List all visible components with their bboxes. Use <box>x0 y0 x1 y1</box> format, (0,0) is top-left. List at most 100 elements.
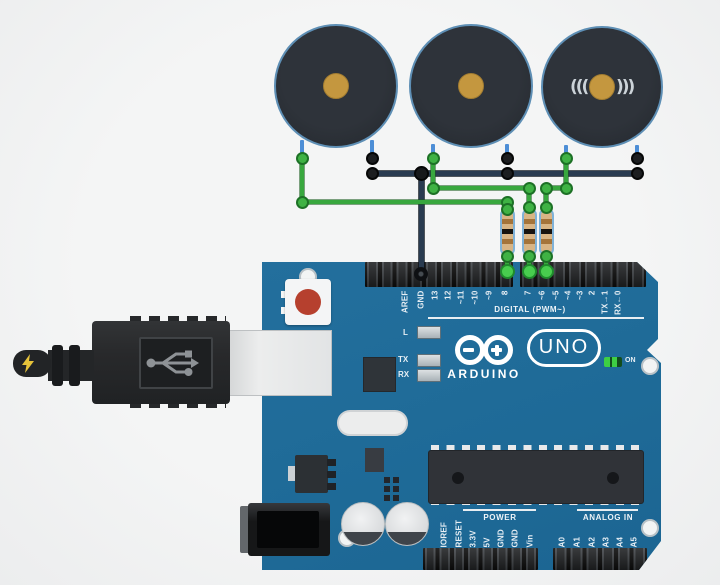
usb-socket <box>227 330 332 396</box>
resistor-node <box>540 201 553 214</box>
arduino-logo-icon <box>455 335 485 365</box>
wire-node <box>427 152 440 165</box>
signal-wire-1[interactable] <box>300 156 304 204</box>
buzzer-center <box>458 73 484 99</box>
arduino-logo-icon <box>483 335 513 365</box>
led-l-label: L <box>403 328 408 337</box>
buzzer-center <box>589 74 615 100</box>
resistor-node <box>523 201 536 214</box>
pin-label-a2: A2 <box>587 536 597 548</box>
uno-badge: UNO <box>527 329 601 367</box>
signal-wire-3[interactable] <box>544 186 548 210</box>
analog-header[interactable] <box>553 548 647 570</box>
icsp-header <box>384 477 399 501</box>
signal-wire-2[interactable] <box>431 186 531 190</box>
lightning-bolt-icon <box>22 354 34 373</box>
power-caption: POWER <box>483 513 517 522</box>
wire-node <box>523 182 536 195</box>
pin7-connection <box>522 264 537 279</box>
power-jack-inner <box>257 511 319 548</box>
signal-wire-3[interactable] <box>564 156 568 190</box>
usb-plug[interactable] <box>92 321 230 404</box>
usb-interface-chip <box>363 357 396 392</box>
power-led-label: ON <box>625 357 636 364</box>
atmega-pins <box>431 445 641 451</box>
wire-node <box>560 182 573 195</box>
ground-junction <box>414 166 429 181</box>
usb-cable-rib <box>52 345 63 386</box>
crystal-oscillator <box>337 410 408 436</box>
usb-cable-rib <box>69 345 80 386</box>
reset-button-nub <box>281 307 286 314</box>
analog-underline <box>577 509 638 511</box>
power-jack-cap <box>240 506 250 553</box>
resistor-node <box>501 250 514 263</box>
buzzer1-terminal-pos[interactable] <box>300 140 304 160</box>
ground-node <box>366 167 379 180</box>
resistor-2[interactable] <box>522 208 537 256</box>
ground-to-gnd-pin-wire[interactable] <box>419 173 424 274</box>
pin-label-a3: A3 <box>601 536 611 548</box>
regulator-leg <box>327 459 336 466</box>
buzzer-center <box>323 73 349 99</box>
signal-wire-1[interactable] <box>300 200 509 204</box>
signal-wire-3[interactable] <box>544 186 568 190</box>
analog-caption: ANALOG IN <box>582 513 634 522</box>
pin-label-reset: RESET <box>454 519 464 548</box>
ground-node <box>631 167 644 180</box>
pin-label-12: 12 <box>443 290 453 300</box>
usb-plug-ridges <box>130 316 226 324</box>
wire-node <box>560 152 573 165</box>
usb-cable-end[interactable] <box>13 350 51 377</box>
usb-plug-panel <box>139 337 213 389</box>
ground-node <box>501 167 514 180</box>
digital-underline <box>428 317 644 319</box>
resistor-node <box>501 203 514 216</box>
signal-wire-2[interactable] <box>527 186 531 210</box>
wire-node <box>427 182 440 195</box>
piezo-buzzer-1[interactable] <box>274 24 398 148</box>
usb-plug-ridges <box>130 400 226 408</box>
reset-button-cap[interactable] <box>295 289 321 315</box>
mounting-hole <box>641 519 659 537</box>
led-l-indicator <box>417 326 441 339</box>
piezo-buzzer-2[interactable] <box>409 24 533 148</box>
logo-minus-icon <box>463 348 474 352</box>
power-underline <box>463 509 536 511</box>
pin-label-gnd2: GND <box>510 529 520 548</box>
power-header[interactable] <box>423 548 538 570</box>
pin6-connection <box>539 264 554 279</box>
buzzer1-terminal-neg[interactable] <box>370 140 374 160</box>
gnd-pin-connection <box>414 267 428 281</box>
wire-node <box>296 196 309 209</box>
led-tx-label: TX <box>398 355 409 364</box>
small-chip <box>365 448 384 472</box>
pin-label-a4: A4 <box>615 536 625 548</box>
ground-node <box>366 152 379 165</box>
reset-button[interactable] <box>285 279 331 325</box>
piezo-buzzer-3[interactable]: ((( ))) <box>541 26 663 148</box>
power-led-indicator <box>604 357 622 367</box>
pin-label-5v: 5V <box>482 537 492 548</box>
power-jack <box>248 503 330 556</box>
resistor-node <box>523 250 536 263</box>
regulator-leg <box>327 483 336 490</box>
pin-label-gnd1: GND <box>496 529 506 548</box>
digital-header-left[interactable] <box>365 262 513 287</box>
sound-wave-left-icon: ((( <box>570 77 589 97</box>
mounting-hole <box>641 357 659 375</box>
capacitor <box>341 502 385 546</box>
resistor-3[interactable] <box>539 208 554 256</box>
regulator-tab <box>288 466 296 481</box>
ground-node <box>501 152 514 165</box>
digital-caption: DIGITAL (PWM~) <box>494 305 566 314</box>
signal-wire-2[interactable] <box>431 156 435 190</box>
pin-label-3v3: 3.3V <box>468 530 478 548</box>
pin-label-rx0: RX←0 <box>613 290 623 315</box>
wire-node <box>296 152 309 165</box>
pin-label-ioref: IOREF <box>439 522 449 548</box>
reset-button-nub <box>281 291 286 298</box>
pin-label-vin: Vin <box>525 534 535 548</box>
led-rx-indicator <box>417 369 441 382</box>
